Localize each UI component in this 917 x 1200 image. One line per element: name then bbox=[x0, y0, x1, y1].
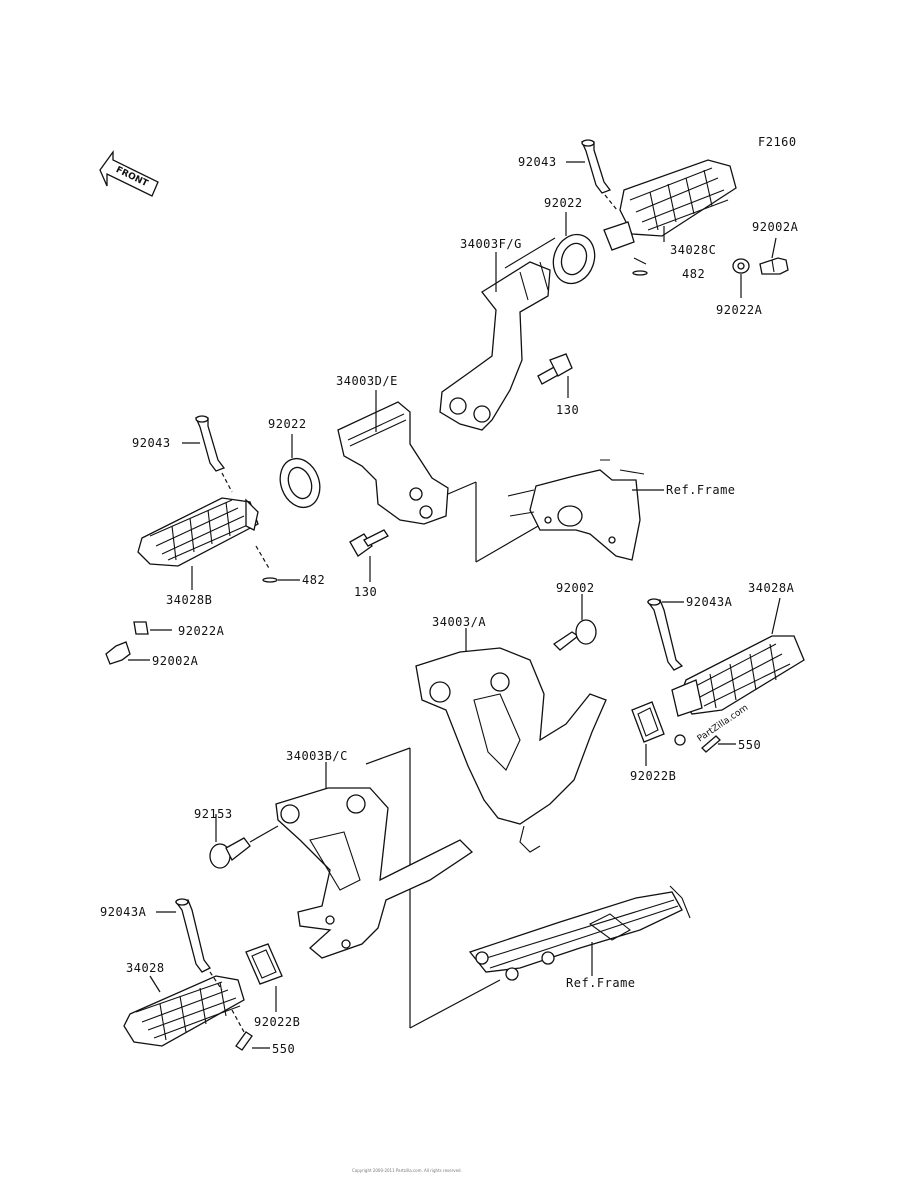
label-34028B: 34028B bbox=[166, 593, 212, 607]
bolt-130-top bbox=[537, 353, 573, 385]
label-482-left: 482 bbox=[302, 573, 325, 587]
bolt-92002 bbox=[552, 619, 597, 651]
pin-92043A-left bbox=[174, 898, 211, 973]
label-ref-frame-bottom: Ref.Frame bbox=[566, 976, 636, 990]
label-92022-left: 92022 bbox=[268, 417, 307, 431]
label-34003FG: 34003F/G bbox=[460, 237, 522, 251]
label-550-left: 550 bbox=[272, 1042, 295, 1056]
footpeg-34028B bbox=[137, 497, 259, 567]
label-34003DE: 34003D/E bbox=[336, 374, 398, 388]
label-92002A-top: 92002A bbox=[752, 220, 799, 234]
footpeg-34028C bbox=[603, 159, 737, 251]
frame-section-top bbox=[507, 459, 645, 561]
label-92043-left: 92043 bbox=[132, 436, 171, 450]
bolt-92002A-left bbox=[105, 641, 131, 665]
washer-92022-top bbox=[552, 233, 596, 285]
label-34028A: 34028A bbox=[748, 581, 795, 595]
washer-92022B-left bbox=[245, 943, 283, 985]
footpeg-34028A bbox=[671, 635, 805, 717]
label-550-right: 550 bbox=[738, 738, 761, 752]
footer-copyright: Copyright 2000-2011 Partzilla.com. All r… bbox=[352, 1168, 462, 1173]
label-92043-top: 92043 bbox=[518, 155, 557, 169]
label-92022A-left: 92022A bbox=[178, 624, 225, 638]
label-130-left: 130 bbox=[354, 585, 377, 599]
bracket-34003FG bbox=[439, 237, 556, 431]
label-34028C: 34028C bbox=[670, 243, 716, 257]
label-92043A-right: 92043A bbox=[686, 595, 733, 609]
label-34028: 34028 bbox=[126, 961, 165, 975]
washer-small-right bbox=[674, 734, 686, 746]
label-92002A-left: 92002A bbox=[152, 654, 199, 668]
label-92022-top: 92022 bbox=[544, 196, 583, 210]
bolt-130-left bbox=[349, 529, 389, 557]
label-92043A-left: 92043A bbox=[100, 905, 147, 919]
cotter-pin-482-left bbox=[262, 577, 278, 583]
bracket-34003BC bbox=[275, 787, 474, 959]
label-130-top: 130 bbox=[556, 403, 579, 417]
label-34003BC: 34003B/C bbox=[286, 749, 348, 763]
bolt-92002A-top bbox=[759, 257, 789, 275]
washer-92022B-right bbox=[631, 701, 665, 743]
cotter-pin-550-right bbox=[701, 735, 721, 753]
nut-92022A-left bbox=[133, 621, 149, 635]
label-482-top: 482 bbox=[682, 267, 705, 281]
cotter-pin-550-left bbox=[235, 1031, 253, 1051]
washer-92022-left bbox=[279, 457, 321, 509]
bolt-92153 bbox=[209, 837, 251, 869]
label-92022B-right: 92022B bbox=[630, 769, 676, 783]
bracket-34003A bbox=[415, 647, 607, 853]
front-arrow-icon: FRONT bbox=[99, 149, 159, 197]
pin-92043-top bbox=[580, 139, 612, 194]
pin-92043-left bbox=[194, 415, 226, 472]
footpeg-34028 bbox=[123, 975, 245, 1047]
frame-section-bottom bbox=[468, 885, 691, 981]
bracket-34003DE bbox=[337, 401, 449, 525]
label-34003A: 34003/A bbox=[432, 615, 486, 629]
label-92022A-top: 92022A bbox=[716, 303, 763, 317]
pin-92043A-right bbox=[646, 598, 684, 671]
label-92153: 92153 bbox=[194, 807, 233, 821]
diagram-code: F2160 bbox=[758, 135, 797, 149]
label-ref-frame-top: Ref.Frame bbox=[666, 483, 736, 497]
label-92002: 92002 bbox=[556, 581, 595, 595]
label-92022B-left: 92022B bbox=[254, 1015, 300, 1029]
